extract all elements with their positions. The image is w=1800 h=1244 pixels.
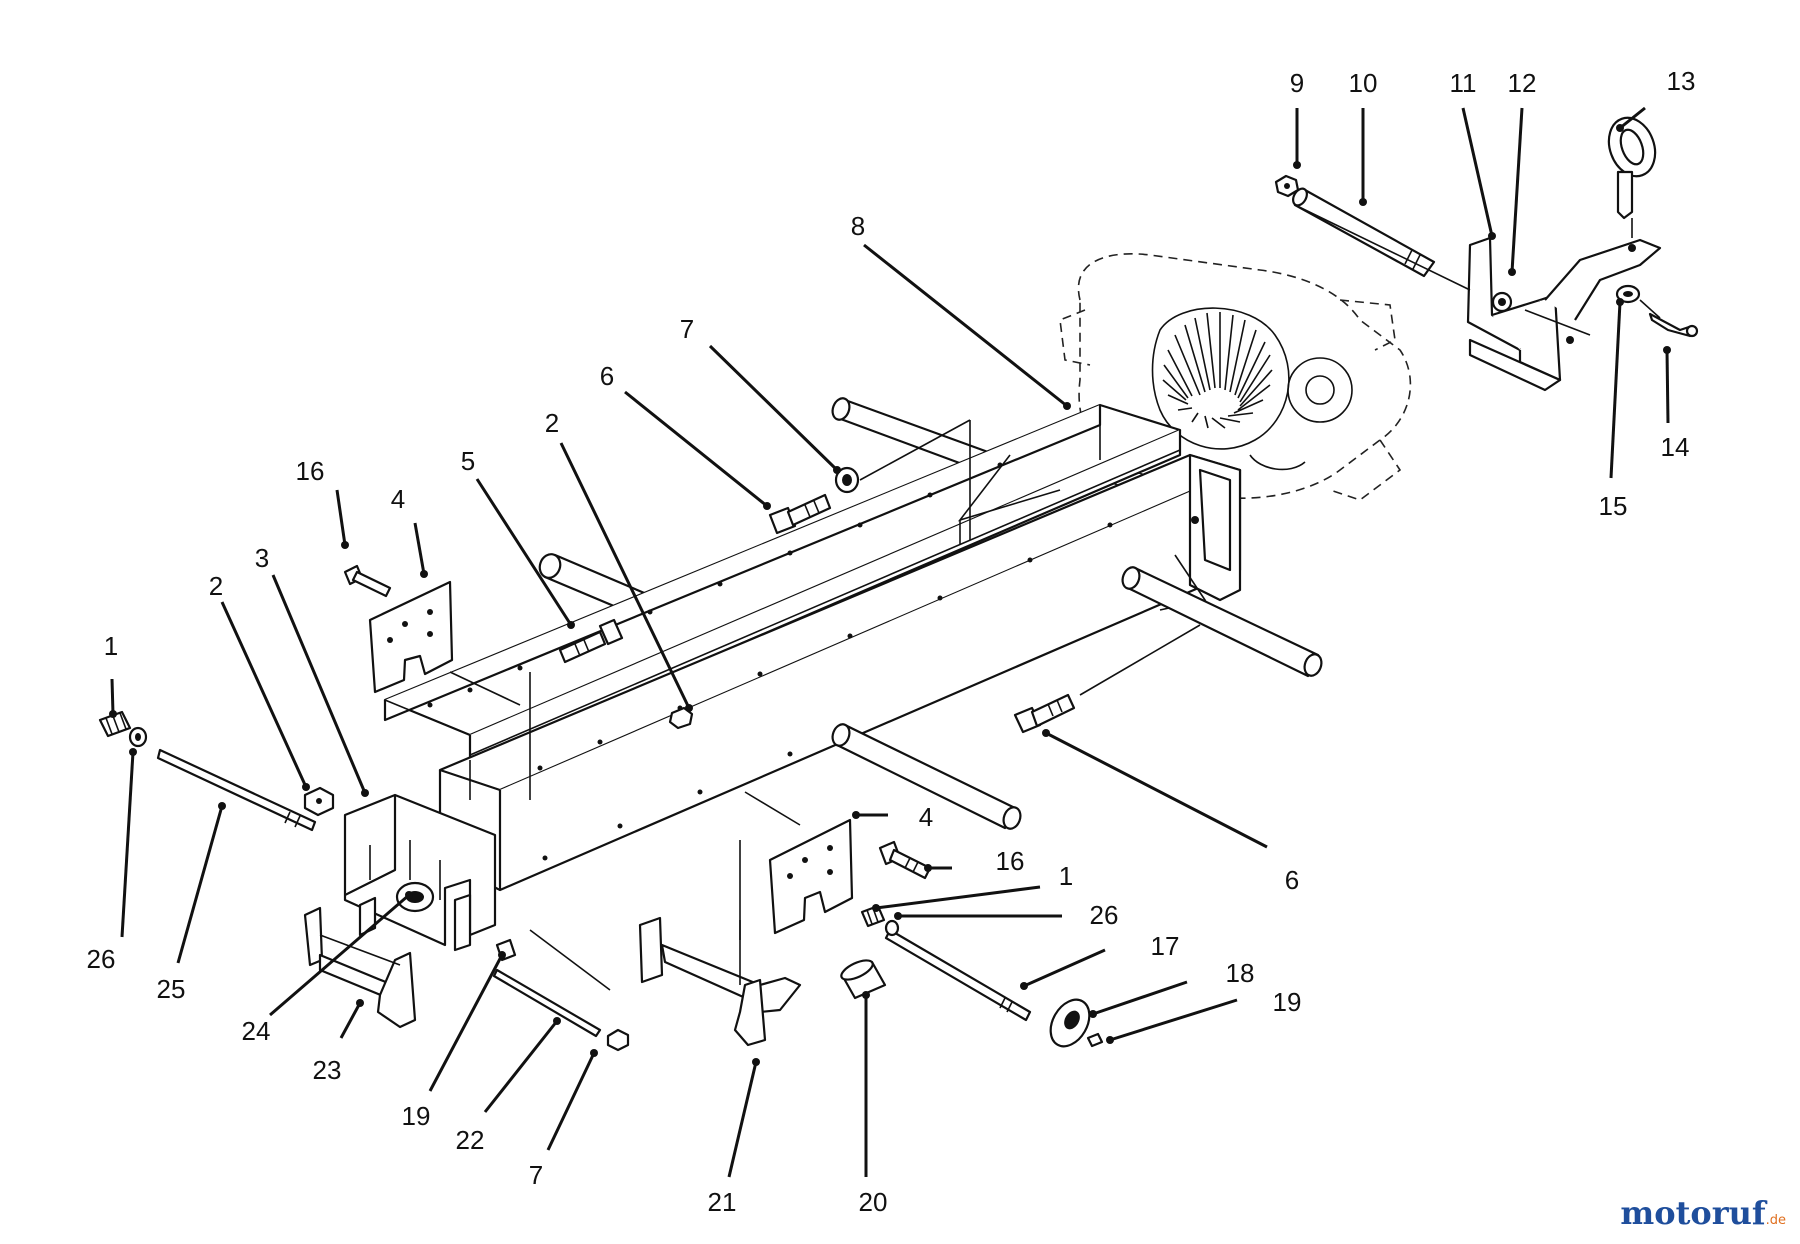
part-17-rod [884, 928, 1032, 1022]
part-10-shaft [1292, 187, 1436, 278]
callout-25: 25 [157, 974, 186, 1004]
callout-23: 23 [313, 1055, 342, 1085]
part-25-rod [156, 748, 317, 832]
callout-14: 14 [1661, 432, 1690, 462]
callout-19-right: 19 [1273, 987, 1302, 1017]
watermark-suffix: .de [1765, 1213, 1786, 1228]
callout-2-left: 2 [209, 571, 223, 601]
part-6-bolt-lower [1013, 693, 1076, 734]
part-1-26-adjusters-left [98, 710, 148, 748]
callout-6-upper: 6 [600, 361, 614, 391]
leader-lines [110, 106, 1670, 1178]
callout-1-right: 1 [1059, 861, 1073, 891]
part-6-bolt-upper [768, 493, 832, 535]
part-callouts: 9 10 11 12 13 14 15 8 7 6 2 5 4 16 3 2 1… [87, 66, 1696, 1217]
part-21-lift-link [638, 916, 802, 1047]
callout-12: 12 [1508, 68, 1537, 98]
callout-15: 15 [1599, 491, 1628, 521]
rear-axle-tube [1121, 566, 1323, 678]
callout-4-lower: 4 [919, 802, 933, 832]
front-axle-tube [831, 723, 1022, 830]
part-13-hitch-pin [1607, 116, 1657, 238]
callout-18: 18 [1226, 958, 1255, 988]
callout-8: 8 [851, 211, 865, 241]
frame-mounting-holes [427, 462, 1199, 861]
callout-2-frame: 2 [545, 408, 559, 438]
leader-end-dots [109, 124, 1671, 1066]
part-5-bolt [558, 618, 624, 664]
watermark-text: motoruf [1620, 1194, 1766, 1232]
callout-21: 21 [708, 1187, 737, 1217]
part-23-lift-bracket [303, 906, 417, 1029]
callout-26-right: 26 [1090, 900, 1119, 930]
callout-13: 13 [1667, 66, 1696, 96]
part-7-nut-lower [606, 1028, 630, 1052]
callout-1-left: 1 [104, 631, 118, 661]
callout-7-lower: 7 [529, 1160, 543, 1190]
assembly-guide-lines [449, 204, 1661, 991]
part-19-set-screw-right [1086, 1032, 1104, 1048]
callout-6-lower: 6 [1285, 865, 1299, 895]
callout-26-left: 26 [87, 944, 116, 974]
callout-24: 24 [242, 1016, 271, 1046]
callout-3: 3 [255, 543, 269, 573]
callout-10: 10 [1349, 68, 1378, 98]
callout-16-upper: 16 [296, 456, 325, 486]
part-2-nut-frame [668, 706, 694, 730]
part-1-26-adjusters-right [860, 904, 900, 937]
callout-20: 20 [859, 1187, 888, 1217]
part-16-bolt-lower [878, 840, 932, 880]
callout-11: 11 [1450, 68, 1477, 98]
callout-22: 22 [456, 1125, 485, 1155]
part-14-hairpin-clip [1648, 312, 1699, 338]
part-16-bolt-upper [343, 564, 392, 598]
callout-5: 5 [461, 446, 475, 476]
callout-16-lower: 16 [996, 846, 1025, 876]
part-15-washer [1615, 284, 1641, 304]
part-7-washer-upper [834, 466, 860, 494]
ring-gear-teeth [1162, 312, 1273, 429]
part-3-front-bracket [343, 793, 497, 952]
part-11-12-hitch-bracket [1466, 236, 1662, 392]
part-24-pulley [395, 881, 435, 913]
part-2-nut-left [303, 786, 335, 817]
part-22-rod [492, 968, 602, 1038]
part-4-plate-upper [368, 580, 454, 694]
callout-7-upper: 7 [680, 314, 694, 344]
watermark-logo: motoruf.de [1620, 1194, 1786, 1232]
part-4-plate-lower [768, 818, 854, 935]
callout-19-left: 19 [402, 1101, 431, 1131]
part-18-pulley [1049, 998, 1091, 1048]
callout-9: 9 [1290, 68, 1304, 98]
part-8-main-frame [383, 403, 1242, 892]
part-20-sleeve [840, 959, 887, 1000]
callout-4-upper: 4 [391, 484, 405, 514]
callout-17: 17 [1151, 931, 1180, 961]
